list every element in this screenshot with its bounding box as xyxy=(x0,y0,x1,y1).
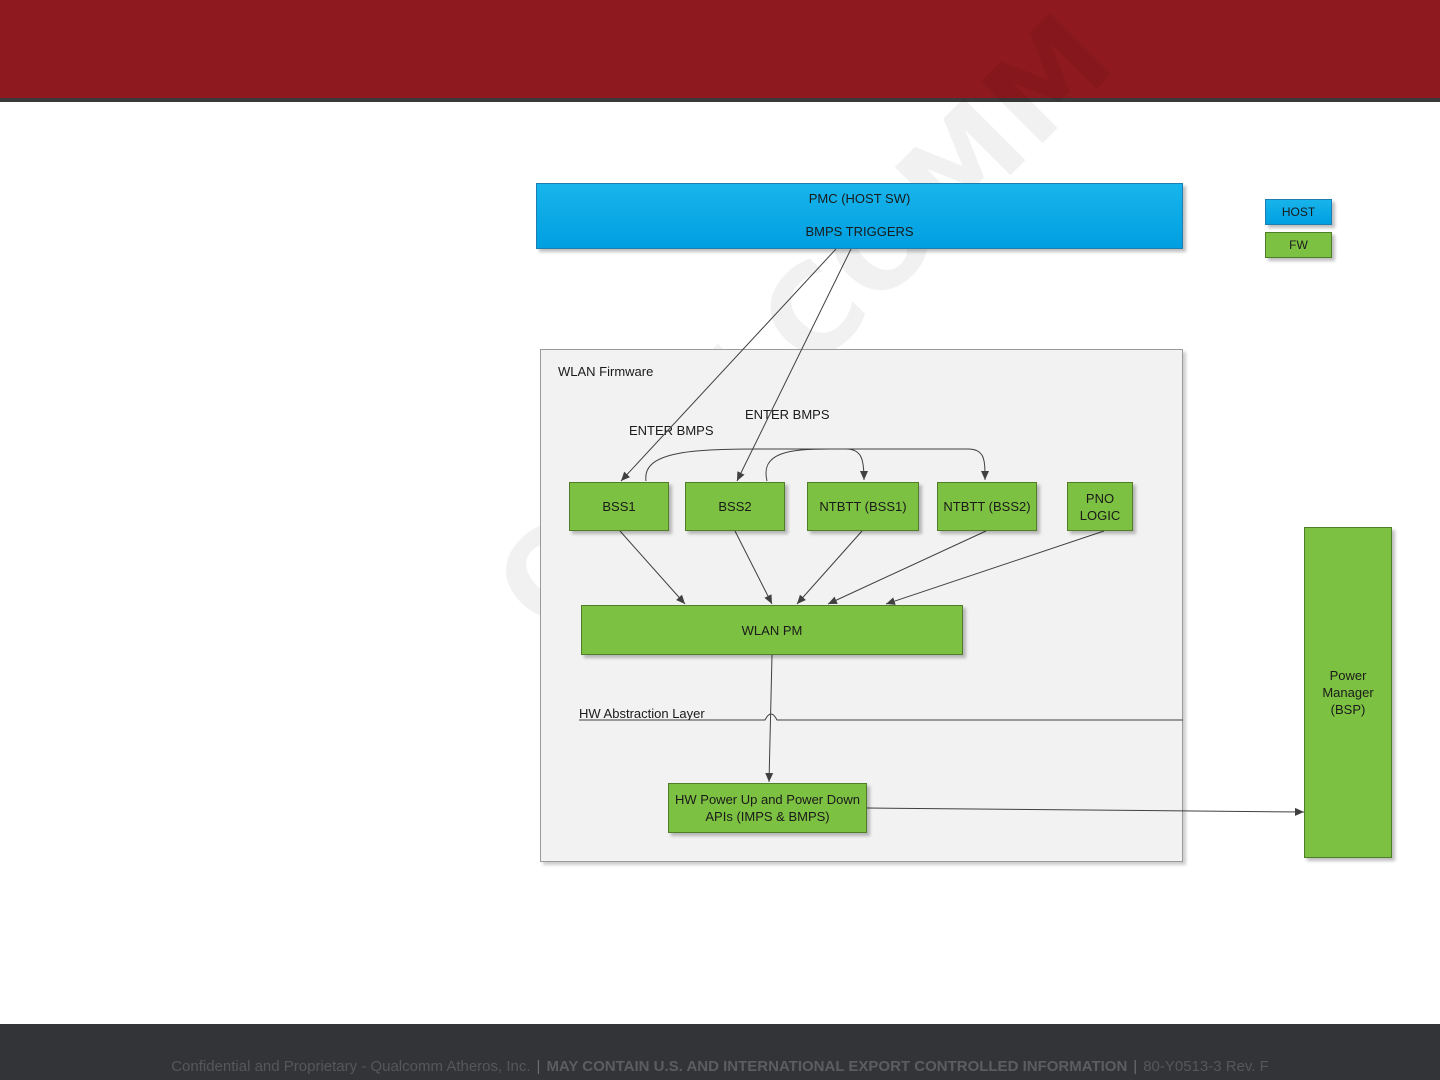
arrow-bss2-pm xyxy=(734,530,773,605)
pno-logic-label: PNO LOGIC xyxy=(1079,490,1121,523)
footer-bar xyxy=(0,1024,1440,1080)
hw-power-box[interactable]: HW Power Up and Power Down APIs (IMPS & … xyxy=(668,783,867,833)
legend-fw-label: FW xyxy=(1289,237,1308,252)
pmc-subtitle: BMPS TRIGGERS xyxy=(805,224,914,239)
pno-logic-box[interactable]: PNO LOGIC xyxy=(1067,482,1133,531)
enter-bmps-label-1: ENTER BMPS xyxy=(629,423,714,438)
enter-bmps-label-2: ENTER BMPS xyxy=(745,407,830,422)
arrow-ntbtt2-pm xyxy=(827,530,987,605)
ntbtt-bss1-label: NTBTT (BSS1) xyxy=(819,499,907,514)
legend-host: HOST xyxy=(1265,199,1332,225)
ntbtt-bss1-box[interactable]: NTBTT (BSS1) xyxy=(807,482,919,531)
legend-fw: FW xyxy=(1265,232,1332,258)
power-manager-box[interactable]: Power Manager (BSP) xyxy=(1304,527,1392,858)
bss2-box[interactable]: BSS2 xyxy=(685,482,785,531)
footer-doc-id: 80-Y0513-3 Rev. F xyxy=(1143,1058,1269,1075)
wlan-pm-box[interactable]: WLAN PM xyxy=(581,605,963,655)
curve-bss1-ntbtt1 xyxy=(645,448,868,482)
arrow-ntbtt1-pm xyxy=(796,530,863,605)
hal-line xyxy=(579,713,1183,721)
footer-text: Confidential and Proprietary - Qualcomm … xyxy=(171,1058,1269,1075)
header-bar xyxy=(0,0,1440,102)
pmc-host-box[interactable]: PMC (HOST SW) BMPS TRIGGERS xyxy=(536,183,1183,249)
trigger-arrow-bss1 xyxy=(620,248,837,482)
hal-label: HW Abstraction Layer xyxy=(579,706,705,721)
bss1-label: BSS1 xyxy=(602,499,636,514)
arrow-pno-pm xyxy=(885,530,1105,605)
pmc-title: PMC (HOST SW) xyxy=(808,191,911,206)
curve-bss2-ntbtt2 xyxy=(765,448,989,482)
ntbtt-bss2-label: NTBTT (BSS2) xyxy=(943,499,1031,514)
wlan-pm-label: WLAN PM xyxy=(741,622,803,638)
trigger-arrow-bss2 xyxy=(736,248,852,482)
footer-export-notice: MAY CONTAIN U.S. AND INTERNATIONAL EXPOR… xyxy=(546,1058,1128,1075)
firmware-title: WLAN Firmware xyxy=(558,364,654,379)
legend-host-label: HOST xyxy=(1281,204,1316,219)
hw-power-label: HW Power Up and Power Down APIs (IMPS & … xyxy=(675,792,860,824)
arrow-hw-powermgr xyxy=(866,807,1305,816)
bss2-label: BSS2 xyxy=(718,499,752,514)
power-manager-label: Power Manager (BSP) xyxy=(1322,668,1374,717)
footer-confidential: Confidential and Proprietary - Qualcomm … xyxy=(171,1058,531,1075)
ntbtt-bss2-box[interactable]: NTBTT (BSS2) xyxy=(937,482,1037,531)
bss1-box[interactable]: BSS1 xyxy=(569,482,669,531)
arrow-bss1-pm xyxy=(619,530,686,605)
arrow-pm-hw xyxy=(765,654,774,783)
